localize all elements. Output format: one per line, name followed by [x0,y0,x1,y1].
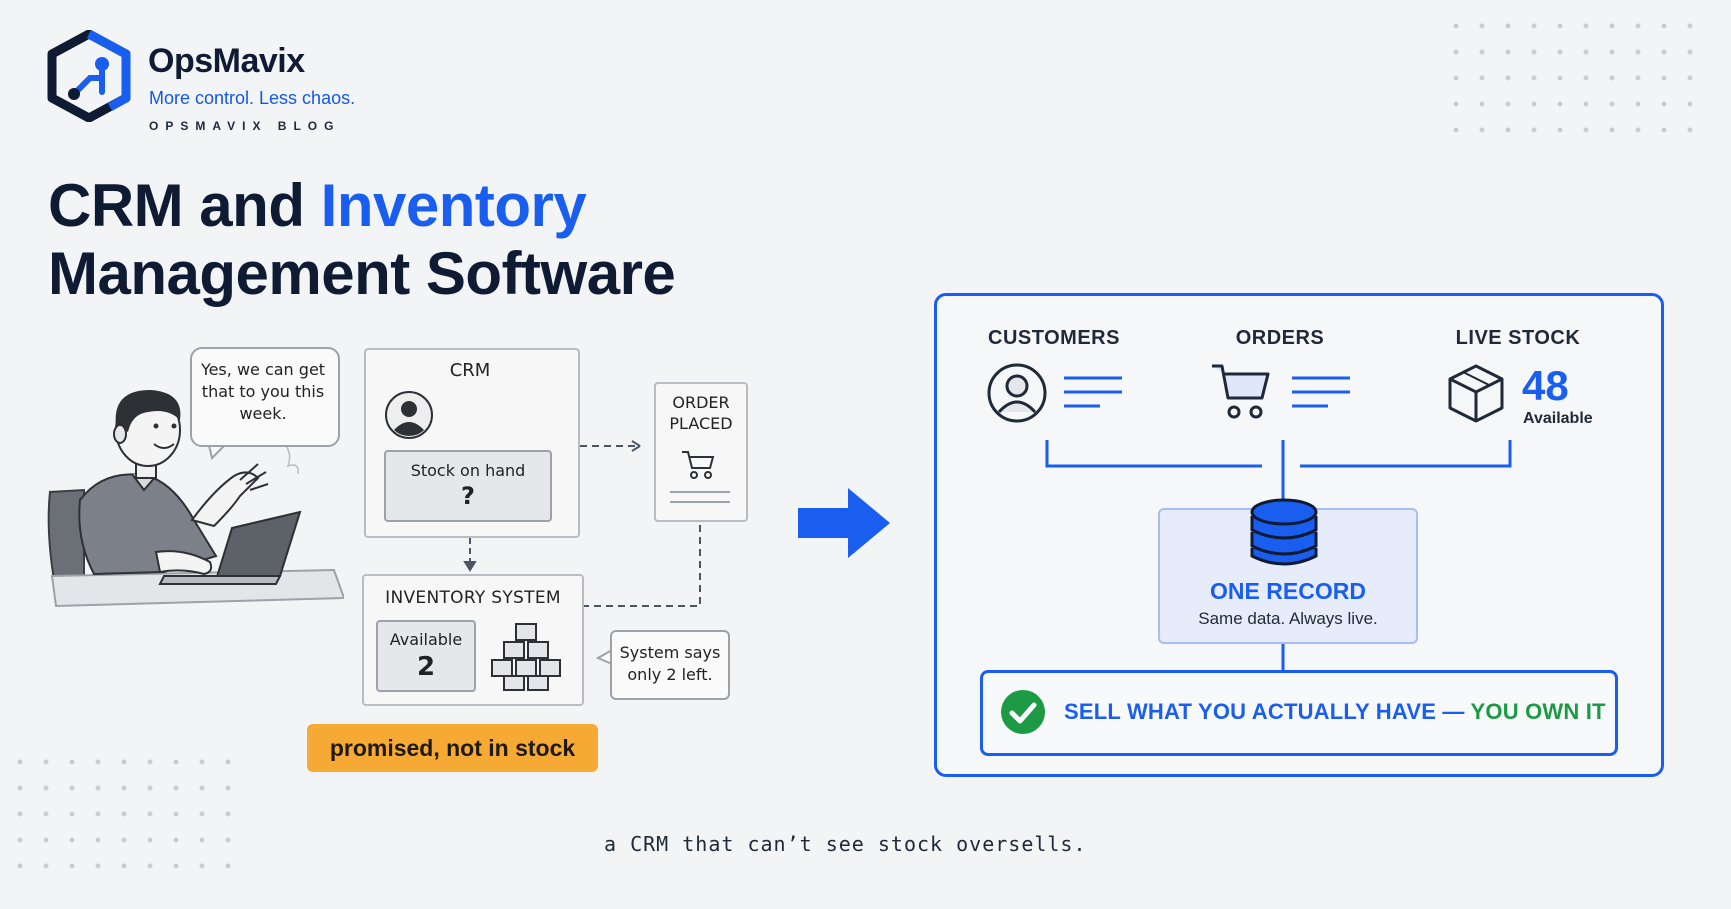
database-icon [1250,498,1318,566]
blog-label: OPSMAVIX BLOG [149,119,341,133]
salesperson-at-laptop-illustration [47,390,344,608]
live-stock-heading: LIVE STOCK [1455,327,1581,349]
stock-box-icon [1448,364,1504,423]
available-label: Available [389,630,463,649]
sell-banner [980,670,1618,756]
warning-badge [307,724,598,772]
available-field [376,620,476,692]
sell-banner-text-main: SELL WHAT YOU ACTUALLY HAVE — [1064,699,1471,724]
dot-grid-top-right [1453,23,1693,133]
customer-avatar-icon [385,391,433,439]
customer-profile-icon [987,363,1047,423]
stock-on-hand-label: Stock on hand [410,461,526,480]
stacked-boxes-icon [491,623,561,691]
check-circle-icon [1001,690,1045,734]
order-details-lines-icon [1292,376,1350,408]
available-value: 2 [416,652,436,682]
transition-arrow-icon [798,488,890,558]
sell-banner-text-emphasis: YOU OWN IT [1470,699,1606,724]
one-record-title: ONE RECORD [1210,578,1366,604]
stock-on-hand-field [384,450,552,522]
title-part-1: CRM and [48,172,321,239]
brand-tagline: More control. Less chaos. [149,88,356,108]
dot-grid-bottom-left [17,759,231,869]
live-stock-count: 48 [1522,362,1569,409]
speech-bubble [190,347,340,447]
brand-name: OpsMavix [148,42,305,80]
orders-heading: ORDERS [1235,327,1325,349]
live-stock-available-label: Available [1523,410,1593,427]
crm-card-title: CRM [449,360,491,381]
system-note-bubble [610,630,730,700]
inventory-system-title: INVENTORY SYSTEM [385,588,561,608]
system-note-text: System says only 2 left. [619,643,721,684]
title-line-2: Management Software [48,240,676,307]
caption: a CRM that can’t see stock oversells. [604,832,1087,856]
order-placed-card [654,382,748,522]
order-placed-label: ORDER PLACED [669,393,733,433]
title-highlight: Inventory [320,172,587,239]
stock-on-hand-value: ? [461,482,475,510]
one-record-subtitle: Same data. Always live. [1198,609,1378,628]
speech-bubble-text: Yes, we can get that to you this week. [200,360,326,423]
orders-cart-icon [1212,364,1270,419]
customers-heading: CUSTOMERS [988,327,1120,349]
order-lines-icon [670,491,730,503]
shopping-cart-icon [682,451,715,479]
sell-banner-text: SELL WHAT YOU ACTUALLY HAVE — YOU OWN IT [1064,699,1606,725]
customer-details-lines-icon [1064,376,1122,408]
page-title: CRM and Inventory Management Software [48,172,676,308]
opsmavix-logo-icon [47,30,131,122]
warning-badge-text: promised, not in stock [329,735,576,761]
